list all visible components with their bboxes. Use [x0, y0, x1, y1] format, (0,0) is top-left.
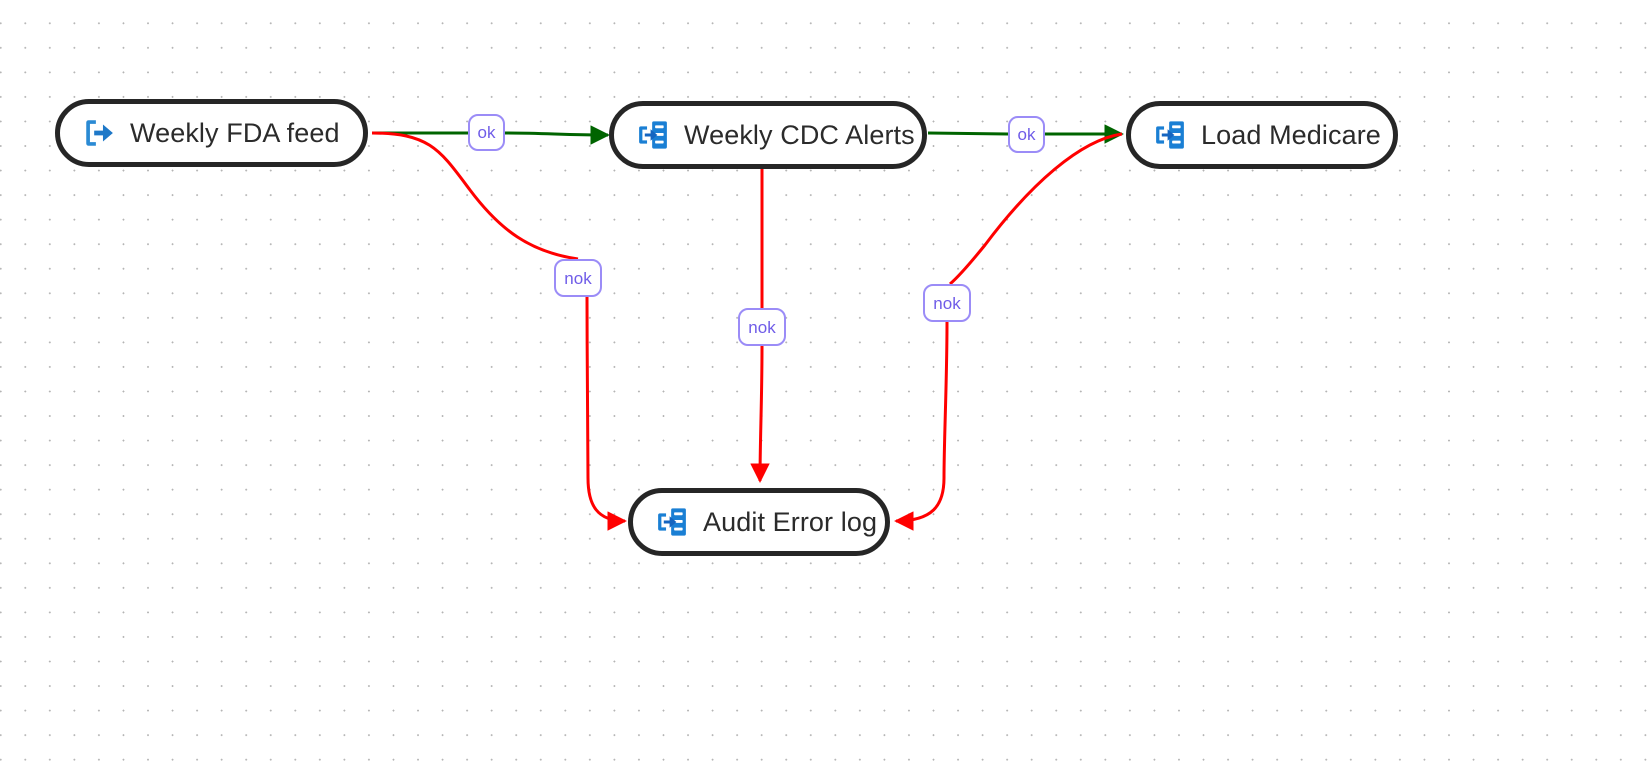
- edge-fda-ok-segment-b: [504, 125, 610, 145]
- node-label: Load Medicare: [1201, 119, 1381, 150]
- remote-terminal-icon: [1156, 121, 1184, 149]
- remote-terminal-icon: [658, 508, 686, 536]
- edge-fda-nok-segment-a: [371, 131, 579, 261]
- node-label: Weekly FDA feed: [130, 117, 340, 148]
- node-audit-error-log[interactable]: Audit Error log: [628, 488, 890, 556]
- edge-cdc-nok-segment-b: [750, 345, 770, 483]
- node-weekly-cdc-alerts[interactable]: Weekly CDC Alerts: [609, 101, 927, 169]
- edge-fda-nok-segment-b: [585, 296, 627, 531]
- edge-badge-fda-nok[interactable]: nok: [554, 259, 602, 297]
- edge-cdc-ok-segment-a: [927, 131, 1009, 136]
- export-arrow-icon: [86, 120, 113, 146]
- edge-badge-cdc-nok[interactable]: nok: [738, 308, 786, 346]
- edge-badge-cdc-ok[interactable]: ok: [1008, 116, 1045, 153]
- node-label: Weekly CDC Alerts: [684, 119, 915, 150]
- edge-medicare-nok-segment-b: [894, 321, 949, 531]
- remote-terminal-icon: [639, 121, 667, 149]
- edge-medicare-nok-segment-a: [949, 132, 1123, 286]
- node-weekly-fda-feed[interactable]: Weekly FDA feed: [55, 99, 368, 167]
- node-label: Audit Error log: [703, 506, 878, 537]
- edge-badge-fda-ok[interactable]: ok: [468, 114, 505, 151]
- edge-badge-medicare-nok[interactable]: nok: [923, 284, 971, 322]
- node-load-medicare[interactable]: Load Medicare: [1126, 101, 1398, 169]
